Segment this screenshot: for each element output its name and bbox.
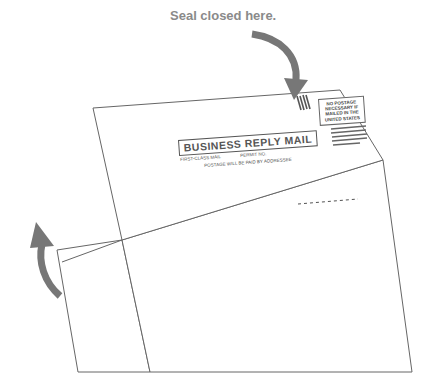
arrow-heads [30,78,308,248]
envelope-face [93,90,383,240]
postage-indicia-box: NO POSTAGE NECESSARY IF MAILED IN THE UN… [318,96,366,126]
fold-arrows [41,34,296,296]
instruction-label: Seal closed here. [170,8,276,23]
postal-barcode [298,199,358,204]
flap-edge [62,240,122,262]
box-text: NO POSTAGE NECESSARY IF MAILED IN THE UN… [321,99,362,122]
barcode-bars [297,95,310,110]
indicia-lines [331,126,367,145]
